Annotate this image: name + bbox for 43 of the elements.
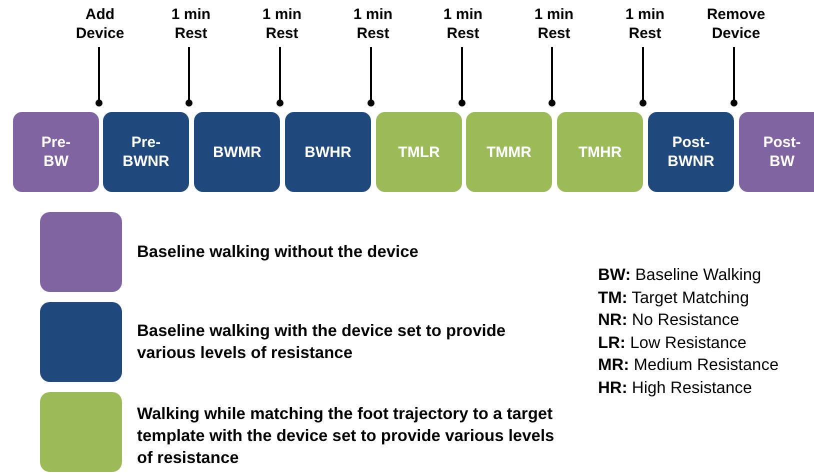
leader-line — [368, 47, 374, 106]
phase-name: Pre-BWNR — [122, 133, 170, 171]
phase-name: TMMR — [486, 142, 532, 162]
phase-name: Pre-BW — [40, 133, 72, 171]
legend-text: Walking while matching the foot trajectory to a target template with the device set to provide various levels of resistance — [137, 404, 555, 469]
leader-line — [96, 47, 102, 106]
abbreviation-note: TM: Target Matching — [598, 288, 750, 309]
phase-box — [466, 112, 552, 192]
phase-name: TMHR — [578, 142, 622, 162]
leader-line — [276, 47, 284, 106]
phase-name: Post-BWNR — [667, 133, 715, 171]
phase-box — [648, 112, 734, 192]
event-label: 1 min Rest — [519, 5, 589, 43]
abbreviation-note: NR: No Resistance — [598, 310, 740, 332]
leader-line — [548, 47, 556, 106]
legend-text: Baseline walking with the device set to provide various levels of resistance — [137, 321, 507, 364]
abbreviation-note: MR: Medium Resistance — [598, 355, 779, 376]
phase-name: BWHR — [304, 142, 352, 162]
leader-line — [730, 47, 738, 106]
event-label: Remove Device — [701, 5, 771, 43]
phase-box — [103, 112, 189, 192]
legend-text: Baseline walking without the device — [137, 242, 420, 263]
phase-box — [739, 112, 814, 192]
abbreviation-note: HR: High Resistance — [598, 378, 752, 399]
event-label: 1 min Rest — [338, 5, 408, 43]
phase-name: BWMR — [213, 142, 261, 162]
event-label: 1 min Rest — [247, 5, 317, 43]
leader-line — [186, 47, 192, 106]
phase-box — [194, 112, 280, 192]
leader-line — [458, 47, 466, 106]
abbreviation-note: LR: Low Resistance — [598, 332, 747, 354]
phase-box — [376, 112, 462, 192]
phase-name: Post-BW — [762, 133, 802, 171]
phase-box — [13, 112, 99, 192]
phase-box — [285, 112, 371, 192]
abbreviation-note: BW: Baseline Walking — [598, 265, 762, 286]
event-label: Add Device — [65, 5, 135, 43]
phase-box — [557, 112, 643, 192]
event-label: 1 min Rest — [610, 5, 680, 43]
leader-line — [640, 47, 646, 106]
event-label: 1 min Rest — [156, 5, 226, 43]
event-label: 1 min Rest — [428, 5, 498, 43]
phase-name: TMLR — [398, 142, 440, 162]
